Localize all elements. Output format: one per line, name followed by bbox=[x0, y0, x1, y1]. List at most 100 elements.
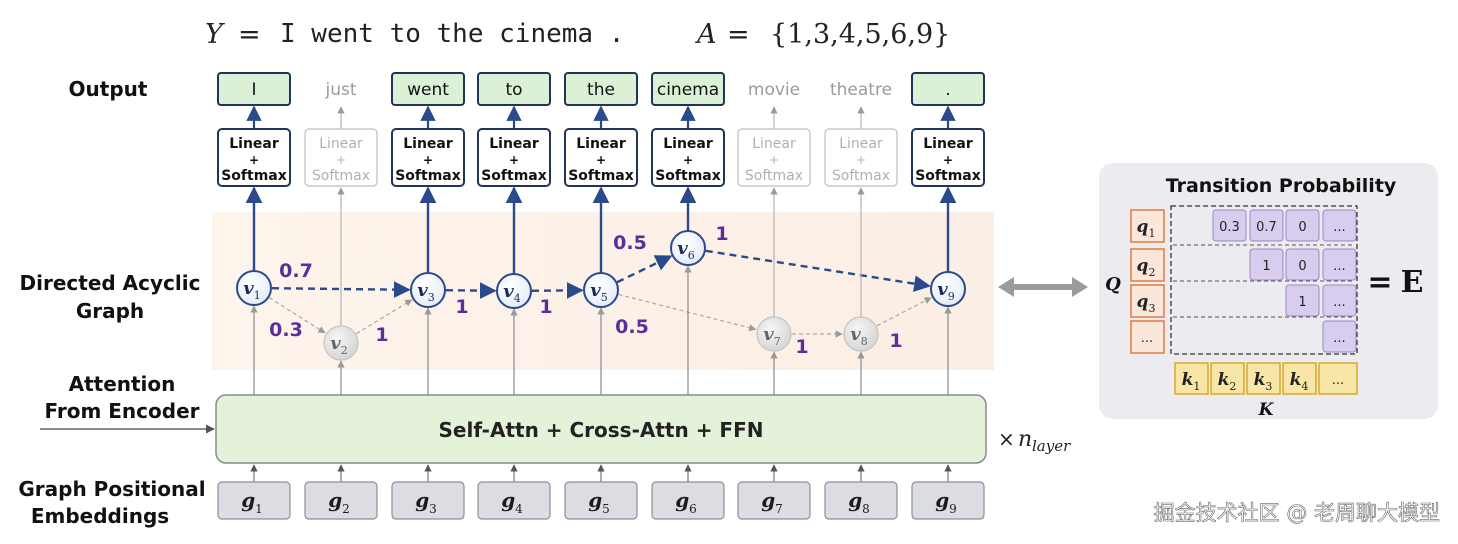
output-word: went bbox=[407, 80, 449, 100]
dag-vertex bbox=[930, 271, 966, 307]
token-columns: ILinear+Softmaxv1g1justLinear+Softmaxv2g… bbox=[217, 72, 985, 520]
linear-softmax-line3: Softmax bbox=[221, 168, 287, 184]
vertex-label: v7 bbox=[763, 324, 780, 348]
edge-weight-v4-v5: 1 bbox=[539, 296, 552, 318]
y-symbol: Y bbox=[205, 19, 225, 50]
linear-softmax-box bbox=[564, 128, 638, 187]
linear-softmax-box bbox=[391, 128, 465, 187]
dag-edge-v2-v3 bbox=[356, 299, 413, 335]
header-formula: Y = I went to the cinema . A = {1,3,4,5,… bbox=[205, 19, 950, 50]
watermark: 掘金技术社区 @ 老周聊大模型 bbox=[1154, 501, 1440, 525]
linear-softmax-box bbox=[304, 128, 378, 187]
bidirectional-arrow bbox=[998, 277, 1088, 297]
dag-vertex bbox=[670, 230, 706, 266]
linear-softmax-box bbox=[911, 128, 985, 187]
linear-softmax-line1: Linear bbox=[229, 136, 279, 152]
matrix-cell-value: ... bbox=[1333, 259, 1345, 274]
matrix-cell bbox=[1249, 209, 1284, 242]
edge-weight-v3-v4: 1 bbox=[455, 296, 468, 318]
matrix-cell bbox=[1322, 320, 1357, 353]
linear-softmax-box bbox=[824, 128, 898, 187]
matrix-cell-value: ... bbox=[1333, 295, 1345, 310]
output-word: theatre bbox=[830, 80, 892, 100]
attention-label-line1: Attention bbox=[69, 372, 176, 396]
vertex-label: v9 bbox=[937, 279, 954, 303]
linear-softmax-line2: + bbox=[336, 153, 346, 167]
linear-softmax-line1: Linear bbox=[489, 136, 539, 152]
linear-softmax-line1: Linear bbox=[923, 136, 973, 152]
dag-label-line2: Graph bbox=[76, 299, 144, 323]
positional-embedding-label: g2 bbox=[328, 488, 350, 516]
layer-n-subscript: layer bbox=[1032, 437, 1071, 455]
output-word: just bbox=[324, 80, 356, 100]
key-label: ... bbox=[1332, 373, 1344, 388]
dag-edge-v6-v9 bbox=[705, 249, 931, 292]
positional-embedding-box bbox=[824, 481, 898, 520]
matrix-cell-value: 1 bbox=[1298, 295, 1306, 310]
linear-softmax-line3: Softmax bbox=[395, 168, 461, 184]
q-label: Q bbox=[1105, 274, 1121, 295]
dag-edge-v3-v4 bbox=[445, 282, 497, 300]
linear-softmax-line1: Linear bbox=[752, 136, 796, 152]
key-label: k4 bbox=[1290, 370, 1309, 393]
edge-weight-v8-v9: 1 bbox=[889, 330, 902, 352]
linear-softmax-box bbox=[651, 128, 725, 187]
dag-edge-v5-v6 bbox=[616, 255, 673, 284]
linear-softmax-line3: Softmax bbox=[568, 168, 634, 184]
linear-softmax-line2: + bbox=[423, 153, 433, 167]
linear-softmax-line3: Softmax bbox=[312, 168, 370, 184]
matrix-cell bbox=[1322, 248, 1357, 281]
edge-weight-v1-v2: 0.3 bbox=[269, 319, 303, 341]
layer-times: × bbox=[998, 427, 1015, 451]
linear-softmax-line2: + bbox=[683, 153, 693, 167]
gpe-label-line2: Embeddings bbox=[31, 504, 169, 528]
output-box bbox=[564, 72, 638, 106]
output-box bbox=[651, 72, 725, 106]
transition-matrix-frame bbox=[1170, 205, 1358, 355]
query-cell bbox=[1130, 248, 1165, 282]
dag-vertex bbox=[843, 316, 879, 352]
vertex-label: v1 bbox=[243, 278, 260, 302]
linear-softmax-line2: + bbox=[856, 153, 866, 167]
positional-embedding-box bbox=[911, 481, 985, 520]
gpe-label-line1: Graph Positional bbox=[18, 477, 205, 501]
dag-edge-v1-v3 bbox=[271, 281, 411, 299]
output-word: the bbox=[587, 80, 615, 100]
dag-edge-v8-v9 bbox=[876, 297, 932, 327]
key-cell bbox=[1210, 362, 1245, 395]
edge-weight-v5-v6: 0.5 bbox=[613, 232, 647, 254]
dag-edge-v4-v5 bbox=[531, 281, 584, 299]
query-label: q1 bbox=[1137, 217, 1156, 240]
positional-embedding-box bbox=[304, 481, 378, 520]
dag-vertex bbox=[236, 270, 272, 306]
key-cell bbox=[1318, 362, 1358, 395]
positional-embedding-label: g5 bbox=[588, 488, 610, 516]
output-word: movie bbox=[748, 80, 800, 100]
dag-vertex bbox=[756, 316, 792, 352]
matrix-cell-value: 1 bbox=[1262, 259, 1270, 274]
output-box bbox=[911, 72, 985, 106]
output-word: to bbox=[505, 80, 522, 100]
linear-softmax-line3: Softmax bbox=[481, 168, 547, 184]
vertex-label: v8 bbox=[850, 324, 867, 348]
linear-softmax-line1: Linear bbox=[576, 136, 626, 152]
matrix-cell bbox=[1285, 248, 1320, 281]
query-cell bbox=[1130, 209, 1165, 243]
matrix-cell-value: 0 bbox=[1298, 220, 1306, 235]
vertex-label: v4 bbox=[503, 281, 520, 305]
linear-softmax-line2: + bbox=[509, 153, 519, 167]
edge-weight-v6-v9: 1 bbox=[715, 223, 728, 245]
edge-weight-v5-v7: 0.5 bbox=[615, 316, 649, 338]
linear-softmax-line2: + bbox=[769, 153, 779, 167]
k-label: K bbox=[1258, 400, 1275, 420]
output-box bbox=[391, 72, 465, 106]
output-word: cinema bbox=[657, 80, 719, 100]
linear-softmax-line1: Linear bbox=[319, 136, 363, 152]
edge-weight-v2-v3: 1 bbox=[375, 324, 388, 346]
